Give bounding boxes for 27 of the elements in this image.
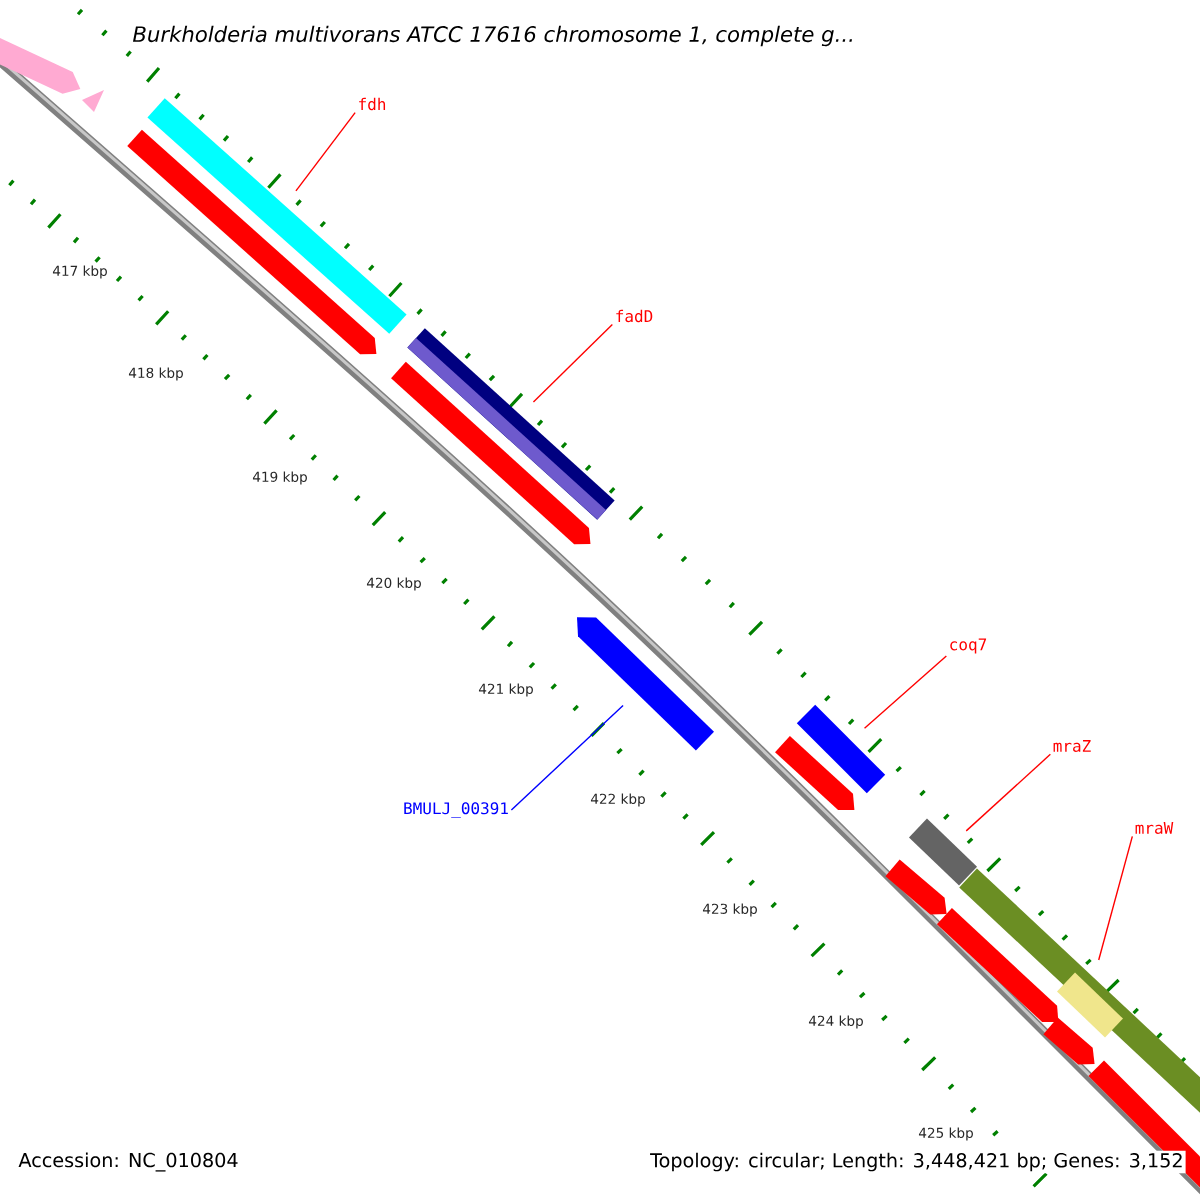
gene-label: mraZ xyxy=(1053,740,1091,752)
leader-line xyxy=(1098,835,1134,961)
gene-label: fdh xyxy=(359,97,386,111)
gene-block xyxy=(0,32,104,112)
accession-text: Accession: NC_010804 xyxy=(16,1150,241,1174)
gene-block xyxy=(936,908,1059,1023)
gene-block xyxy=(127,129,377,355)
gene-bar xyxy=(796,704,886,794)
gene-block xyxy=(391,361,591,545)
gene-block xyxy=(1043,1017,1095,1065)
gene-label: mraW xyxy=(1135,822,1174,834)
gene-bar xyxy=(147,98,407,334)
gene-label: coq7 xyxy=(950,638,987,654)
gene-bar xyxy=(908,818,978,886)
summary-text: Topology: circular; Length: 3,448,421 bp; Genes: 3,152 xyxy=(648,1150,1186,1174)
leader-line xyxy=(510,704,624,811)
gene-label: BMULJ_00391 xyxy=(404,802,508,818)
gene-block xyxy=(775,736,855,811)
gene-label: fadD xyxy=(616,309,653,323)
leader-line xyxy=(295,111,356,192)
leader-line xyxy=(863,655,948,729)
gene-block xyxy=(885,859,947,915)
leader-line xyxy=(532,323,614,403)
gene-bar xyxy=(959,868,1200,1116)
gene-block xyxy=(577,617,714,751)
title: Burkholderia multivorans ATCC 17616 chromosome 1, complete g... xyxy=(132,25,852,47)
leader-line xyxy=(965,753,1052,832)
